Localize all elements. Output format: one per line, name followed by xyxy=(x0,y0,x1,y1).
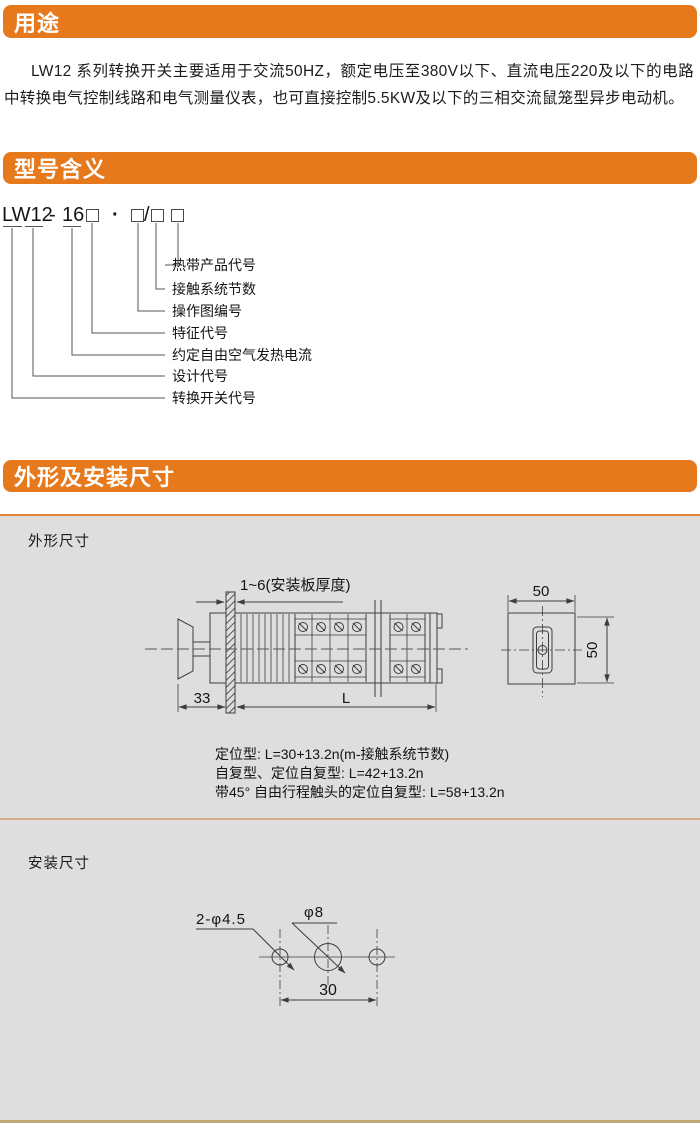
label-thermal-current: 约定自由空气发热电流 xyxy=(172,347,312,363)
section-header-dimensions: 外形及安装尺寸 xyxy=(3,460,697,492)
model-code-current: 16 xyxy=(62,204,85,226)
model-leader-lines xyxy=(11,223,179,399)
dim-plate-thickness-label: 1~6(安装板厚度) xyxy=(240,576,350,594)
section-header-usage: 用途 xyxy=(3,5,697,38)
label-operation-diagram-no: 操作图编号 xyxy=(172,303,242,319)
model-code-box-feature xyxy=(86,209,99,222)
model-code-series: LW12 xyxy=(2,204,53,226)
label-switch-code: 转换开关代号 xyxy=(172,390,256,406)
section-title-dimensions: 外形及安装尺寸 xyxy=(14,465,176,490)
dim-50-width-label: 50 xyxy=(533,583,550,600)
length-formulas: 定位型: L=30+13.2n(m-接触系统节数) 自复型、定位自复型: L=4… xyxy=(215,745,505,802)
section-title-model: 型号含义 xyxy=(14,157,107,182)
usage-paragraph: LW12 系列转换开关主要适用于交流50HZ，额定电压至380V以下、直流电压2… xyxy=(4,63,694,107)
underline-series-lw xyxy=(3,226,22,227)
dim-33-label: 33 xyxy=(194,690,211,707)
formula-self-reset: 自复型、定位自复型: L=42+13.2n xyxy=(215,765,424,781)
formula-free-travel: 带45° 自由行程触头的定位自复型: L=58+13.2n xyxy=(215,784,505,800)
underline-series-12 xyxy=(25,226,43,227)
hole-label-small: 2-φ4.5 xyxy=(196,911,246,928)
model-code-dash: - xyxy=(49,204,56,226)
panel-divider xyxy=(0,818,700,820)
label-feature-code: 特征代号 xyxy=(172,325,228,341)
dim-50-height-label: 50 xyxy=(584,642,601,659)
outline-drawing: 1~6(安装板厚度) 33 L 50 50 xyxy=(145,576,614,714)
model-code-box-sections xyxy=(151,209,164,222)
outline-subtitle: 外形尺寸 xyxy=(28,534,90,550)
label-contact-sections: 接触系统节数 xyxy=(172,281,256,297)
label-tropical-product-code: 热带产品代号 xyxy=(172,257,256,273)
dim-L-label: L xyxy=(342,690,350,707)
section-header-model: 型号含义 xyxy=(3,152,697,184)
hole-label-big: φ8 xyxy=(304,904,324,921)
install-drawing: 2-φ4.5 φ8 30 xyxy=(196,904,395,1008)
install-subtitle: 安装尺寸 xyxy=(28,856,90,872)
label-design-code: 设计代号 xyxy=(172,368,228,384)
formula-positioning: 定位型: L=30+13.2n(m-接触系统节数) xyxy=(215,746,450,762)
model-code-slash: / xyxy=(144,204,150,226)
model-code-box-tropical xyxy=(171,209,184,222)
underline-current-16 xyxy=(63,226,81,227)
section-title-usage: 用途 xyxy=(14,10,61,36)
model-code-box-diagram xyxy=(131,209,144,222)
dim-30-label: 30 xyxy=(319,982,337,999)
model-code-dot: · xyxy=(112,204,119,226)
